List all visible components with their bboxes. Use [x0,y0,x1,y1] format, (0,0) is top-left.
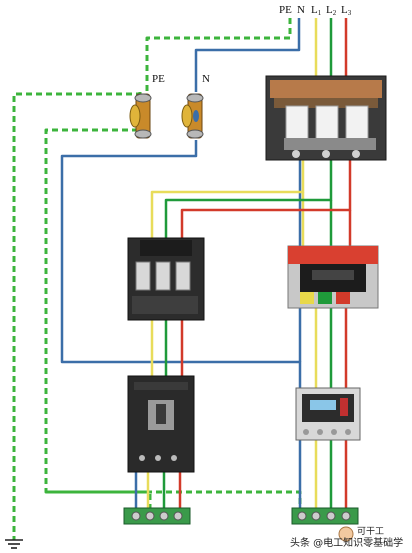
label-l2: L2 [326,4,337,17]
l1-wire [146,18,318,508]
n-terminal-label: N [202,73,210,85]
fuse-disconnector [127,237,205,321]
pe-terminal: PE [129,73,165,139]
pe-terminal-label: PE [152,73,165,85]
terminal-block-left [123,507,191,525]
watermark-text: 头条 @电工知识零基础学 [290,536,403,549]
watermark-avatar-text: 可干工 [357,526,384,537]
top-labels: PE N L1 L2 L3 [279,4,352,17]
label-n: N [297,4,305,16]
main-isolator-switch [265,75,387,161]
l2-wire [162,18,333,508]
terminal-block-right [291,507,359,525]
l3-wire [178,18,352,508]
three-phase-switch [287,245,379,309]
wires [12,18,352,540]
label-l1: L1 [311,4,322,17]
molded-case-breaker [127,375,195,473]
ground-icon [5,539,23,549]
residual-current-device [295,387,361,441]
watermark: 可干工 头条 @电工知识零基础学 [290,526,403,549]
n-terminal: N [181,73,210,139]
label-l3: L3 [341,4,352,17]
label-pe: PE [279,4,292,16]
watermark-avatar-icon [338,526,354,542]
